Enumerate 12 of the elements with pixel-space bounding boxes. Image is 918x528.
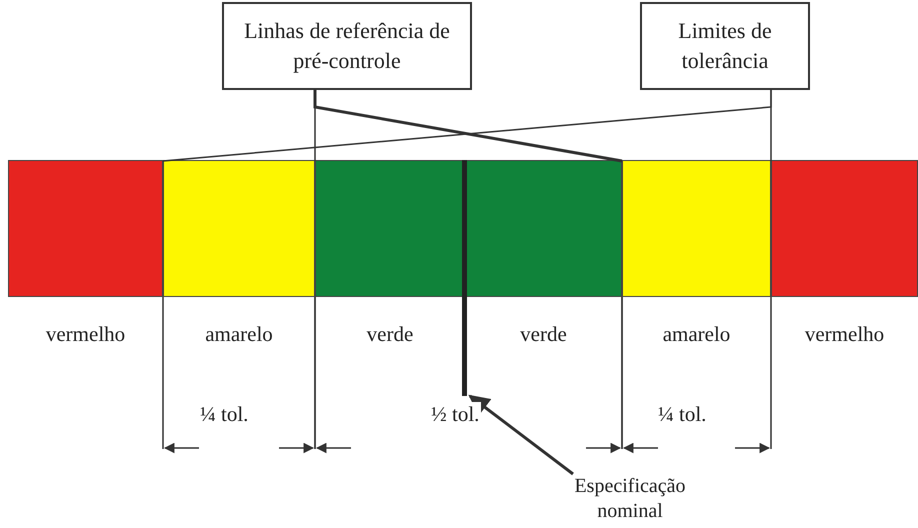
callout-box: Limites de tolerância — [640, 2, 810, 90]
leader-line — [314, 90, 622, 162]
callout-box: Linhas de referência de pré-controle — [222, 2, 472, 90]
zone-label: amarelo — [205, 322, 273, 346]
zone-label: vermelho — [46, 322, 126, 346]
zone-label: verde — [520, 322, 567, 346]
annotation-text: Especificação nominal — [560, 474, 700, 524]
arrow — [468, 394, 574, 476]
zone-label: vermelho — [804, 322, 884, 346]
zone-label: amarelo — [662, 322, 730, 346]
zone-label: verde — [366, 322, 414, 346]
leader-line — [162, 90, 772, 162]
